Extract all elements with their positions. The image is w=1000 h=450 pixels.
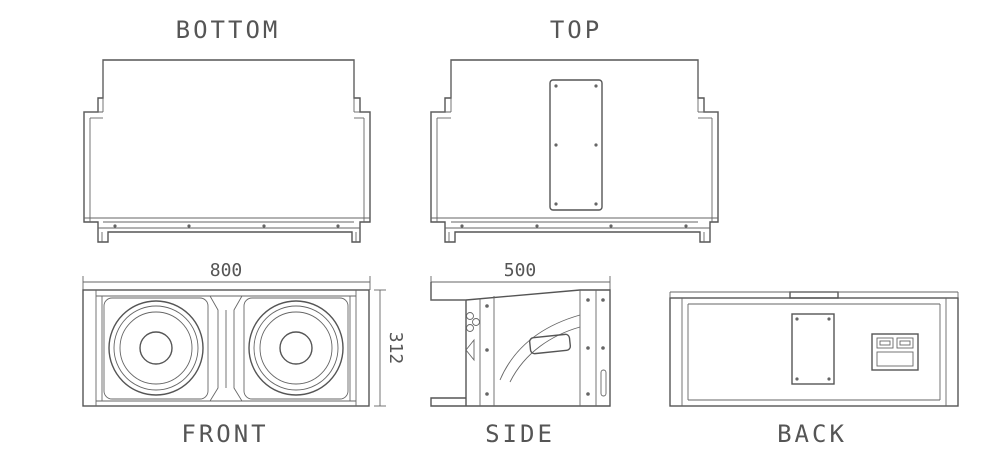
top-view xyxy=(430,59,719,243)
side-handle xyxy=(528,333,572,355)
label-bottom: BOTTOM xyxy=(176,16,281,44)
front-view: 800 312 xyxy=(82,260,406,407)
label-side: SIDE xyxy=(485,420,555,448)
dimension-height: 312 xyxy=(385,332,406,365)
dimension-width: 800 xyxy=(210,260,243,281)
label-front: FRONT xyxy=(181,420,268,448)
woofer-left xyxy=(103,297,209,400)
side-view: 500 xyxy=(430,260,611,407)
label-top: TOP xyxy=(550,16,602,44)
woofer-right xyxy=(243,297,349,400)
input-panel xyxy=(871,333,919,371)
back-plate xyxy=(791,313,835,385)
rigging-plate xyxy=(549,79,603,211)
dimension-depth: 500 xyxy=(504,260,537,281)
back-view xyxy=(669,291,959,407)
label-back: BACK xyxy=(777,420,847,448)
bottom-view xyxy=(83,59,371,243)
